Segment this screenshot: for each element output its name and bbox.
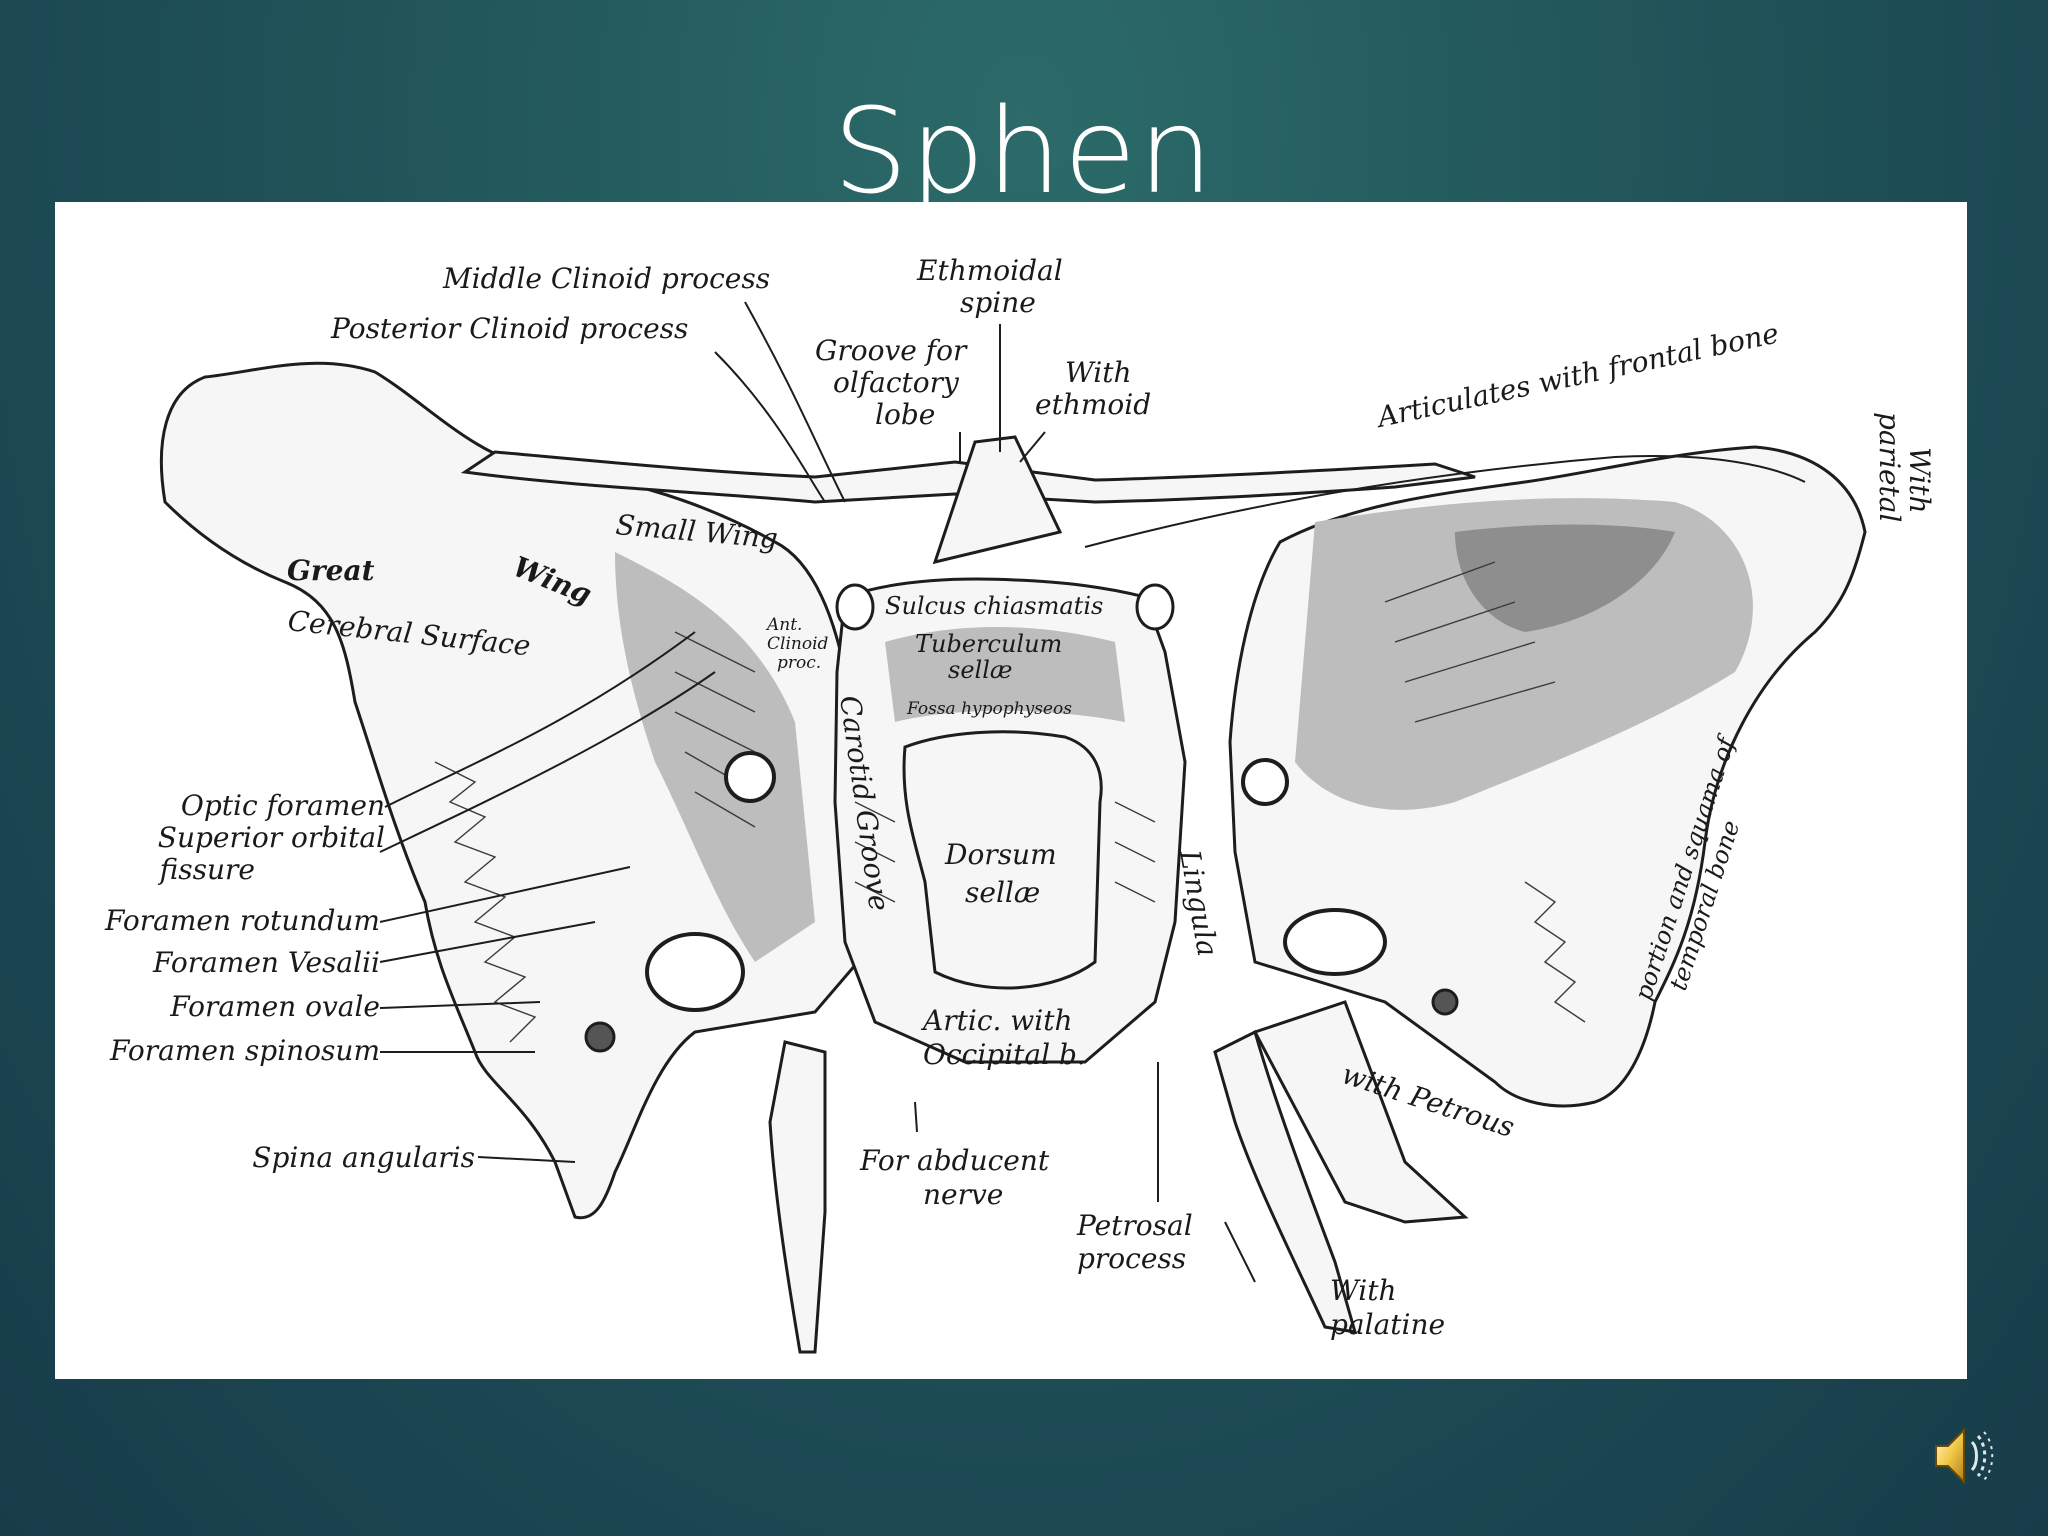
slide-title: Sphen [833,82,1215,220]
label-tuberculum-2: sellæ [948,656,1012,684]
label-with-palatine: With [1330,1274,1397,1307]
label-superior-orbital-2: fissure [158,853,255,886]
label-ethmoidal-spine: Ethmoidal [916,254,1063,287]
left-anterior-clinoid [835,583,875,631]
label-groove-olfactory-3: lobe [875,398,935,431]
label-petrosal-2: process [1077,1242,1186,1275]
label-foramen-vesalii: Foramen Vesalii [152,946,380,979]
label-dorsum-2: sellæ [965,876,1040,909]
label-for-abducent: For abducent [859,1144,1050,1177]
label-foramen-ovale: Foramen ovale [169,990,380,1023]
label-leaders [379,301,1256,1283]
label-spina-angularis: Spina angularis [252,1141,475,1174]
speaker-icon [1935,1427,1994,1485]
label-articulates-frontal: Articulates with frontal bone [1372,316,1782,434]
label-foramen-spinosum: Foramen spinosum [109,1034,380,1067]
label-artic-occipital-2: Occipital b. [923,1038,1086,1071]
label-artic-occipital: Artic. with [920,1004,1073,1037]
label-optic-foramen: Optic foramen [181,789,385,822]
label-groove-olfactory-2: olfactory [833,366,960,399]
label-ant-clinoid-2: Clinoid [767,634,829,654]
label-superior-orbital: Superior orbital [158,821,385,854]
label-with-palatine-2: palatine [1330,1308,1445,1341]
right-pterygoid [1213,1029,1358,1334]
right-anterior-clinoid [1135,583,1175,631]
right-optic-foramen [1241,758,1289,806]
label-ant-clinoid: Ant. [765,615,802,635]
label-middle-clinoid: Middle Clinoid process [442,262,770,295]
sphenoid-illustration: Middle Clinoid process Posterior Clinoid… [104,254,1936,1354]
ethmoidal-spine [932,435,1063,565]
label-groove-olfactory: Groove for [815,334,968,367]
label-dorsum: Dorsum [944,838,1057,871]
label-tuberculum: Tuberculum [915,630,1062,658]
label-fossa-hypophyseos: Fossa hypophyseos [906,699,1072,719]
dorsum-sellae [902,730,1103,990]
audio-playback-button[interactable] [1930,1424,1996,1488]
label-posterior-clinoid: Posterior Clinoid process [330,312,688,345]
label-foramen-rotundum: Foramen rotundum [104,904,380,937]
label-with-parietal: With [1903,447,1936,514]
label-petrosal: Petrosal [1076,1209,1193,1242]
label-with-ethmoid-2: ethmoid [1035,388,1151,421]
label-great: Great [287,554,375,587]
label-sulcus-chiasmatis: Sulcus chiasmatis [885,592,1103,620]
label-with-ethmoid: With [1065,356,1132,389]
right-lateral-plate [1252,1000,1469,1224]
label-with-parietal-2: parietal [1873,412,1906,522]
label-ethmoidal-spine-2: spine [960,286,1036,319]
label-ant-clinoid-3: proc. [777,653,821,673]
left-pterygoid [768,1040,827,1354]
right-foramen-ovale [1283,908,1387,976]
sphenoid-bone-drawing [159,361,1867,1354]
left-foramen-ovale [645,932,745,1012]
label-for-abducent-2: nerve [923,1178,1003,1211]
left-optic-foramen [724,751,776,803]
sphenoid-diagram: Middle Clinoid process Posterior Clinoid… [55,202,1967,1379]
foramen-spinosum [584,1021,616,1053]
label-lingula: Lingula [1173,847,1224,959]
